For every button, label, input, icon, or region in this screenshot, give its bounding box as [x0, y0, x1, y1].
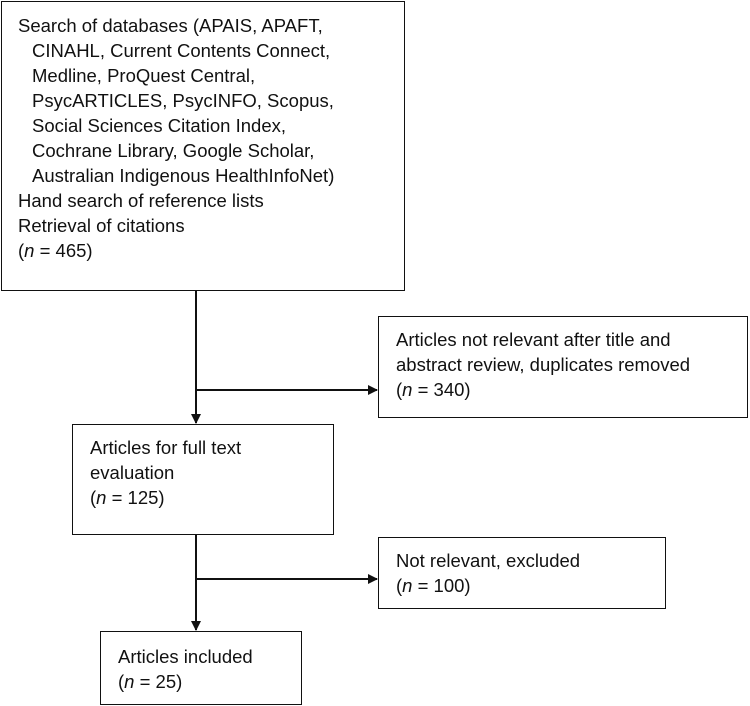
- full-text-box: Articles for full text evaluation (n = 1…: [72, 424, 334, 535]
- paren-open: (: [18, 240, 25, 261]
- paren-open: (: [90, 487, 97, 508]
- search-box: Search of databases (APAIS, APAFT, CINAH…: [1, 1, 405, 291]
- search-line-5: Social Sciences Citation Index,: [32, 115, 286, 136]
- included-count: (n = 25): [118, 669, 301, 694]
- excluded-screening-box: Articles not relevant after title and ab…: [378, 316, 748, 418]
- count-value: = 340): [412, 379, 471, 400]
- search-line-6: Cochrane Library, Google Scholar,: [32, 140, 315, 161]
- excluded-screening-line-1: Articles not relevant after title and: [396, 329, 671, 350]
- count-value: = 465): [34, 240, 93, 261]
- paren-open: (: [396, 379, 403, 400]
- n-label: n: [124, 671, 135, 692]
- excluded-screening-line-2: abstract review, duplicates removed: [396, 354, 691, 375]
- search-line-9: Retrieval of citations: [18, 215, 185, 236]
- full-text-line-2: evaluation: [90, 462, 175, 483]
- search-line-3: Medline, ProQuest Central,: [32, 65, 256, 86]
- included-box: Articles included (n = 25): [100, 631, 302, 705]
- excluded-full-text-box: Not relevant, excluded (n = 100): [378, 537, 666, 609]
- included-line-1: Articles included: [118, 646, 253, 667]
- excluded-full-text-line-1: Not relevant, excluded: [396, 550, 581, 571]
- count-value: = 100): [412, 575, 471, 596]
- n-label: n: [24, 240, 35, 261]
- count-value: = 25): [134, 671, 183, 692]
- excluded-full-text-count: (n = 100): [396, 573, 665, 598]
- n-label: n: [402, 379, 413, 400]
- search-line-7: Australian Indigenous HealthInfoNet): [32, 165, 335, 186]
- paren-open: (: [396, 575, 403, 596]
- count-value: = 125): [106, 487, 165, 508]
- search-count: (n = 465): [18, 238, 404, 263]
- n-label: n: [96, 487, 107, 508]
- n-label: n: [402, 575, 413, 596]
- full-text-count: (n = 125): [90, 485, 333, 510]
- search-line-1: Search of databases (APAIS, APAFT,: [18, 15, 323, 36]
- search-line-2: CINAHL, Current Contents Connect,: [32, 40, 331, 61]
- full-text-line-1: Articles for full text: [90, 437, 242, 458]
- search-line-8: Hand search of reference lists: [18, 190, 264, 211]
- search-line-4: PsycARTICLES, PsycINFO, Scopus,: [32, 90, 334, 111]
- excluded-screening-count: (n = 340): [396, 377, 747, 402]
- paren-open: (: [118, 671, 125, 692]
